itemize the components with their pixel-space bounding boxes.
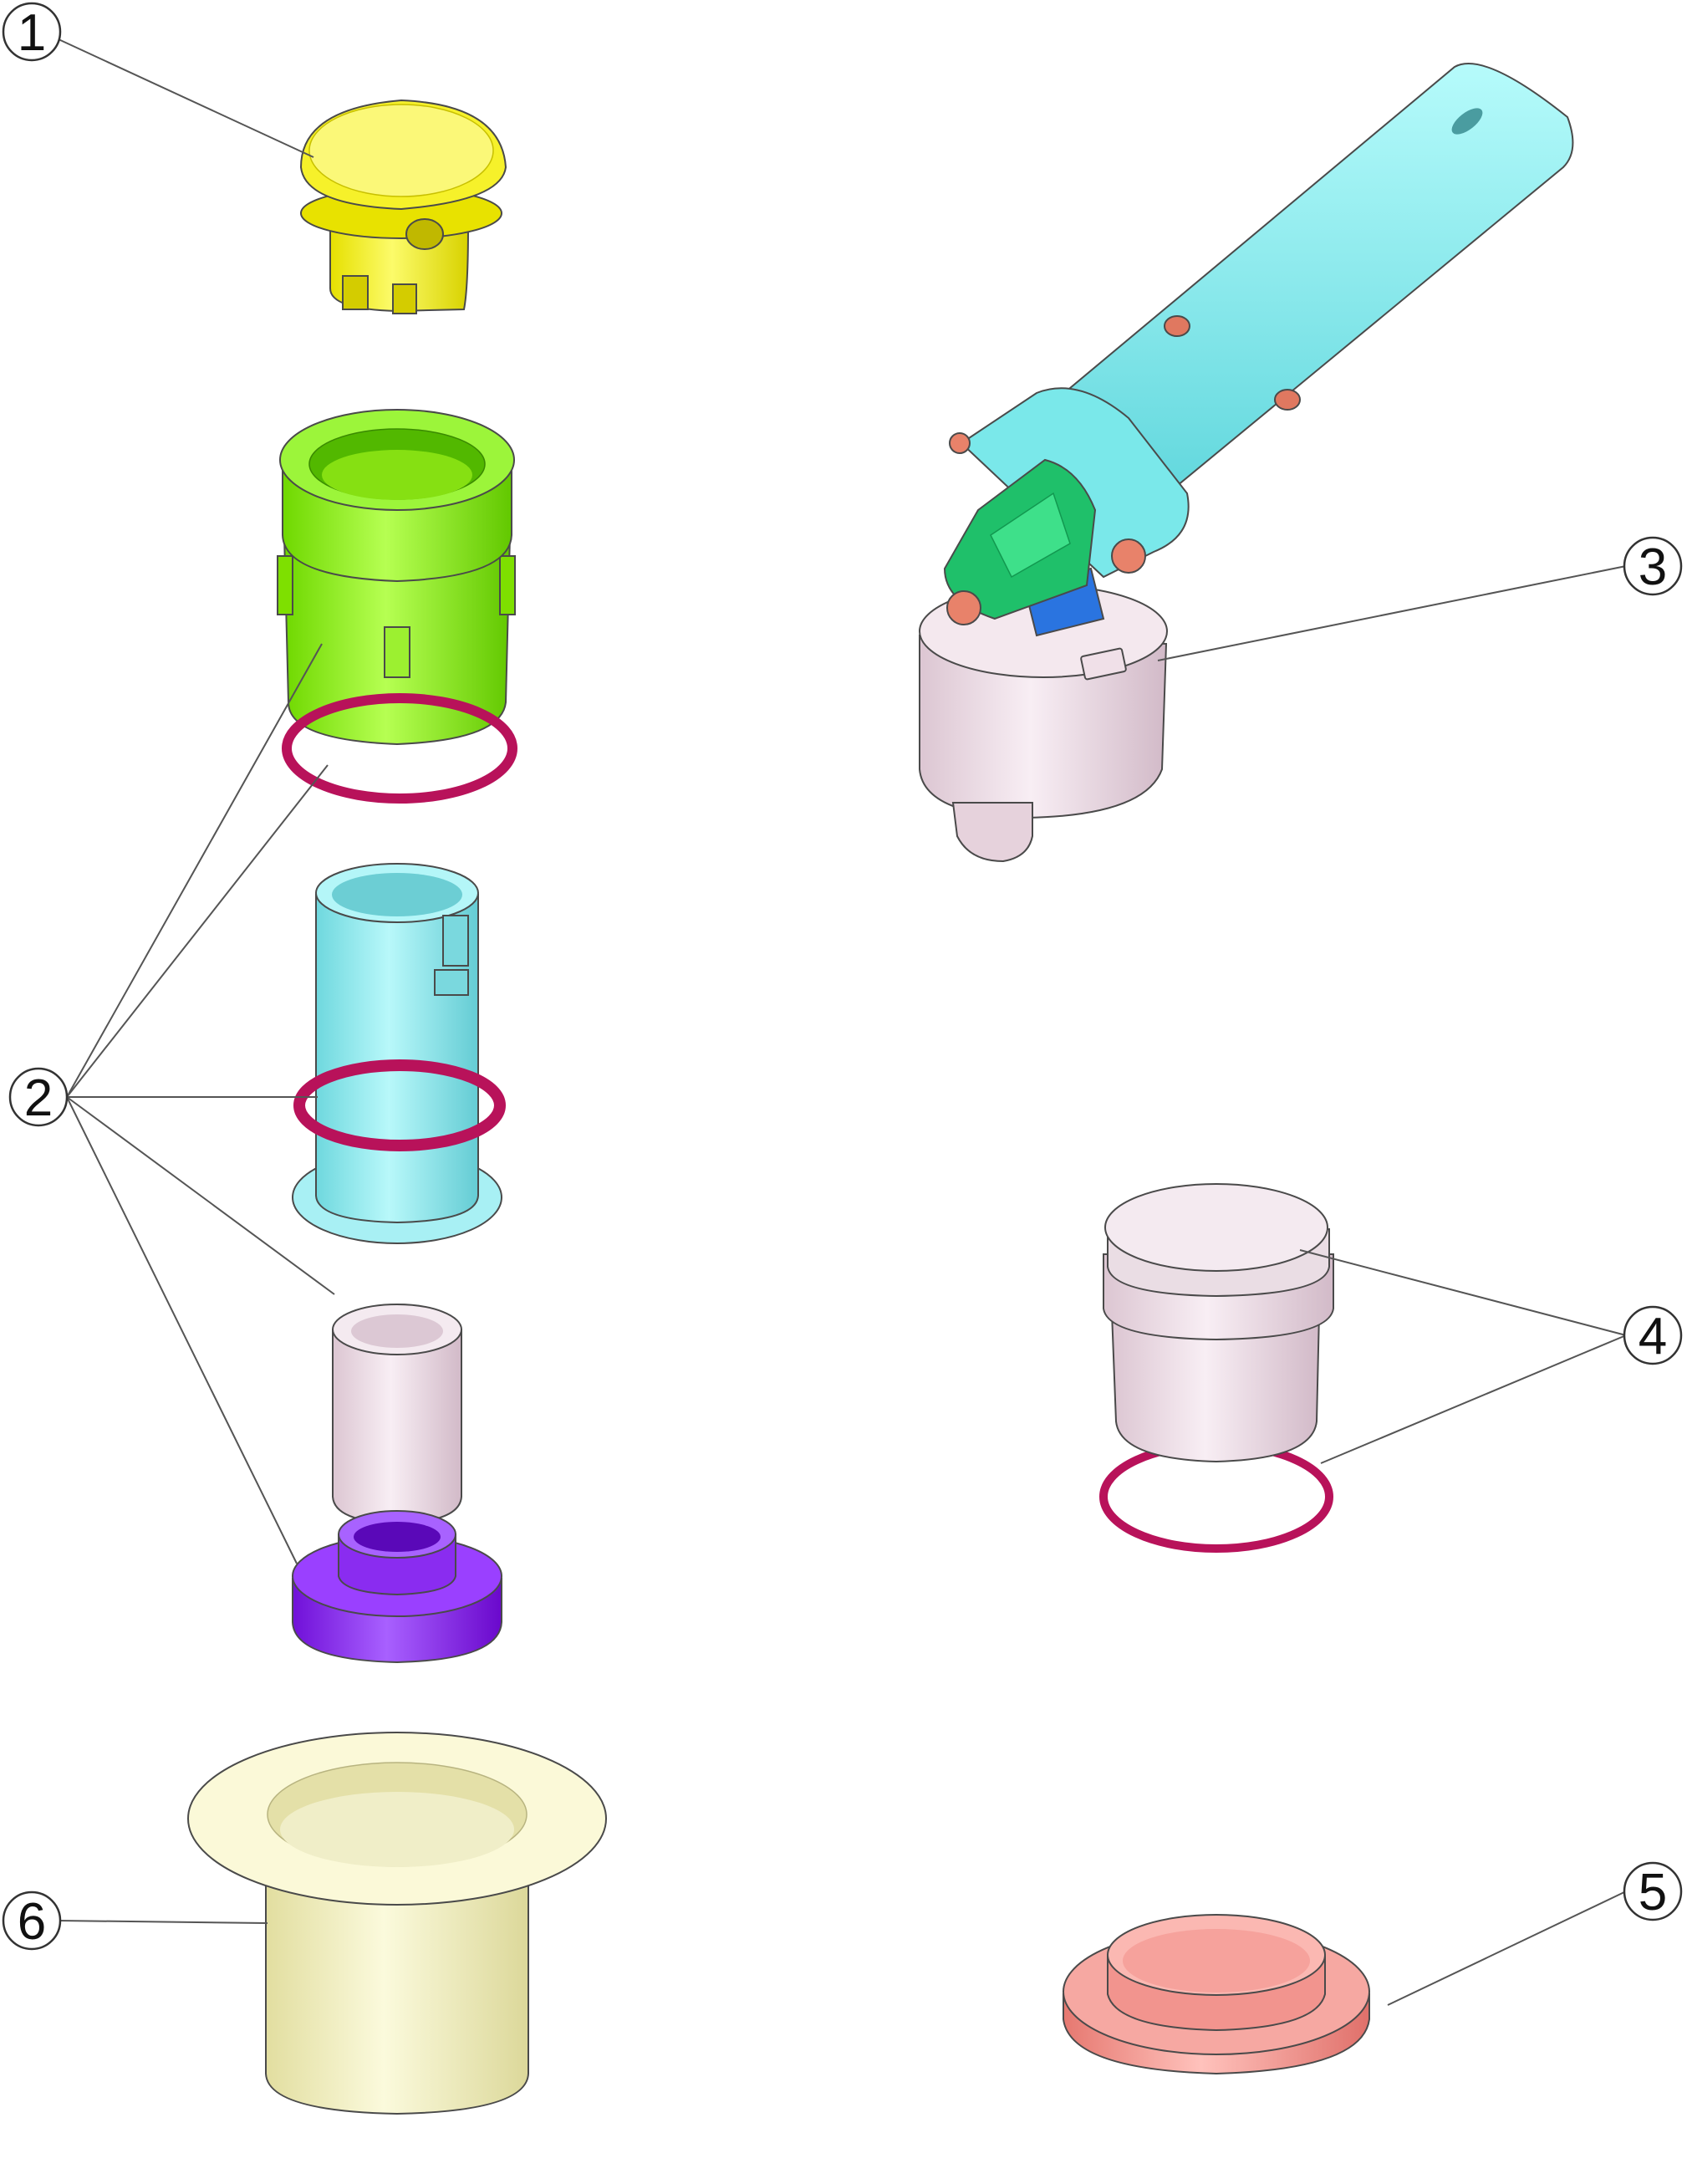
part-yellow-cap xyxy=(299,99,507,314)
part-cyan-cartridge xyxy=(292,863,502,1244)
callout-5-label: 5 xyxy=(1639,1864,1667,1921)
part-coral-cap xyxy=(1063,1914,1370,2075)
callout-5: 5 xyxy=(1623,1861,1683,1921)
part-plug-cap xyxy=(1099,1183,1334,1553)
part-sleeve xyxy=(332,1304,462,1525)
callout-4: 4 xyxy=(1623,1305,1683,1365)
part-key-tool xyxy=(919,63,1574,863)
callout-6-label: 6 xyxy=(18,1893,46,1951)
part-flange-bushing xyxy=(187,1732,607,2115)
callout-2-label: 2 xyxy=(24,1069,53,1127)
callout-1-label: 1 xyxy=(18,4,46,62)
part-green-housing xyxy=(277,409,516,746)
callout-3: 3 xyxy=(1623,536,1683,596)
part-oring-1 xyxy=(282,693,517,804)
callout-6: 6 xyxy=(2,1891,62,1951)
callout-3-label: 3 xyxy=(1639,538,1667,596)
callout-4-label: 4 xyxy=(1639,1308,1667,1365)
leader-lines xyxy=(58,38,1627,2006)
part-purple-ring xyxy=(292,1510,502,1664)
callout-2: 2 xyxy=(8,1067,69,1127)
callout-1: 1 xyxy=(2,2,62,62)
part-oring-2 xyxy=(293,1059,506,1151)
